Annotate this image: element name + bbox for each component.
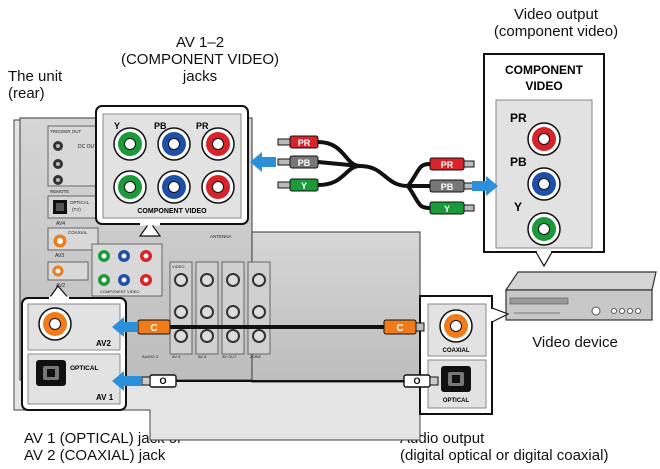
plug-pb-unit-text: PB — [298, 158, 311, 168]
device-jack-y — [527, 212, 561, 246]
video-output-label: Video output (component video) — [456, 6, 656, 40]
remote-text: REMOTE — [50, 189, 69, 194]
component-small-text: COMPONENT VIDEO — [100, 289, 140, 294]
device-jack-pb — [527, 167, 561, 201]
unit-jack-pb-bottom — [157, 170, 191, 204]
plug-pr-device: PR — [429, 157, 475, 171]
trigger-out-text: TRIGGER OUT — [50, 129, 82, 134]
device-optical-label: OPTICAL — [443, 398, 470, 404]
av3-text: AV3 — [55, 253, 64, 259]
unit-jack-pr-bottom — [201, 170, 235, 204]
device-component-video-panel: COMPONENT VIDEO PR PB Y — [483, 53, 605, 268]
unit-optical-jack — [36, 360, 66, 386]
signal-arrows — [112, 152, 498, 391]
dc-out-text: DC OUT — [78, 144, 97, 150]
unit-jack-pr-top — [201, 127, 235, 161]
unit-rear-label-line2: (rear) — [8, 85, 45, 102]
coaxial-small-text: COAXIAL — [68, 230, 88, 235]
arrow-to-device-component — [472, 176, 498, 196]
unit-rear-jack-grid: VIDEO AUDIO 3 AV 5 AV 6 AV OUT ZONE — [142, 261, 271, 359]
optical-plug-device-text: O — [413, 376, 420, 386]
optical-plug-unit: O — [141, 374, 177, 388]
av-jack-line2: AV 2 (COAXIAL) jack — [24, 447, 166, 464]
plug-y-device: Y — [429, 201, 475, 215]
optical-plug-device: O — [403, 374, 439, 388]
audio-output-label: Audio output (digital optical or digital… — [400, 430, 660, 464]
video-device-player — [504, 271, 657, 321]
coaxial-plug-device: C — [383, 319, 425, 335]
plug-pb-device-text: PB — [441, 182, 454, 192]
optical-cable: O O — [141, 374, 439, 388]
coaxial-plug-device-text: C — [396, 323, 403, 334]
unit-component-video-inset: Y PB PR COMPONENT VIDEO — [95, 105, 249, 237]
device-y-label: Y — [514, 200, 522, 214]
unit-jack-pb-top — [157, 127, 191, 161]
device-coaxial-label: COAXIAL — [443, 348, 470, 354]
plug-y-unit-text: Y — [301, 181, 307, 191]
unit-jack-y-top — [113, 127, 147, 161]
av2-small-text: AV2 — [56, 283, 65, 289]
device-pb-label: PB — [510, 155, 527, 169]
av12-jacks-line3: jacks — [182, 68, 218, 85]
arrow-to-unit-optical — [112, 371, 142, 391]
plug-pb-unit: PB — [277, 155, 319, 169]
optical-plug-unit-text: O — [159, 376, 166, 386]
plug-pr-device-text: PR — [441, 160, 454, 170]
video-small-text: VIDEO — [172, 264, 184, 269]
audio-output-line1: Audio output — [400, 430, 485, 447]
video-output-line1: Video output — [514, 6, 598, 23]
arrow-to-unit-coaxial — [112, 317, 138, 337]
unit-pb-label: PB — [154, 121, 167, 131]
plug-pr-unit: PR — [277, 135, 319, 149]
video-device-label: Video device — [532, 334, 618, 351]
device-pr-label: PR — [510, 111, 527, 125]
av-jack-label: AV 1 (OPTICAL) jack or AV 2 (COAXIAL) ja… — [24, 430, 254, 464]
video-output-line2: (component video) — [493, 23, 619, 40]
device-jack-pr — [527, 122, 561, 156]
arrow-to-unit-component — [250, 152, 276, 172]
device-optical-jack — [441, 366, 471, 392]
av12-jacks-line1: AV 1–2 — [175, 34, 225, 51]
av-out-small-text: AV OUT — [222, 354, 237, 359]
unit-coaxial-jack — [38, 307, 72, 341]
unit-jack-y-bottom — [113, 170, 147, 204]
unit-y-label: Y — [114, 121, 120, 131]
unit-av1-label: AV 1 — [96, 393, 114, 402]
unit-rear-label-line1: The unit — [8, 68, 63, 85]
unit-av2-label: AV2 — [96, 339, 112, 348]
plug-y-device-text: Y — [444, 204, 450, 214]
unit-pr-label: PR — [196, 121, 209, 131]
coaxial-plug-unit-text: C — [150, 323, 157, 334]
coaxial-cable: C C — [129, 319, 425, 335]
unit-rear-label: The unit (rear) — [8, 68, 98, 102]
zone-small-text: ZONE — [250, 354, 261, 359]
unit-component-video-title: COMPONENT VIDEO — [137, 208, 207, 215]
av12-jacks-label: AV 1–2 (COMPONENT VIDEO) jacks — [100, 34, 300, 85]
device-component-title-line1: COMPONENT — [505, 63, 584, 77]
av12-jacks-line2: (COMPONENT VIDEO) — [120, 51, 280, 68]
av4-optical-text: OPTICAL — [70, 200, 90, 205]
plug-y-unit: Y — [277, 178, 319, 192]
audio-output-line2: (digital optical or digital coaxial) — [400, 447, 609, 464]
component-plugs-device: PR PB Y — [429, 157, 475, 215]
device-audio-panel: COAXIAL OPTICAL — [419, 295, 510, 415]
antenna-text: ANTENNA — [210, 234, 232, 239]
av6-small-text: AV 6 — [198, 354, 207, 359]
av4-text: AV4 — [56, 221, 65, 227]
av5-small-text: AV 5 — [172, 354, 181, 359]
component-video-cable — [316, 140, 432, 210]
tv-text: (TV) — [72, 207, 81, 212]
unit-audio-inset: AV2 OPTICAL AV 1 — [21, 285, 127, 411]
plug-pb-device: PB — [429, 179, 475, 193]
unit-optical-label: OPTICAL — [70, 365, 99, 372]
device-coaxial-jack — [439, 309, 473, 343]
plug-pr-unit-text: PR — [298, 138, 311, 148]
device-component-title-line2: VIDEO — [525, 79, 562, 93]
component-plugs-unit: PR PB Y — [277, 135, 319, 192]
av-jack-line1: AV 1 (OPTICAL) jack or — [24, 430, 183, 447]
audio3-small-text: AUDIO 3 — [142, 354, 159, 359]
